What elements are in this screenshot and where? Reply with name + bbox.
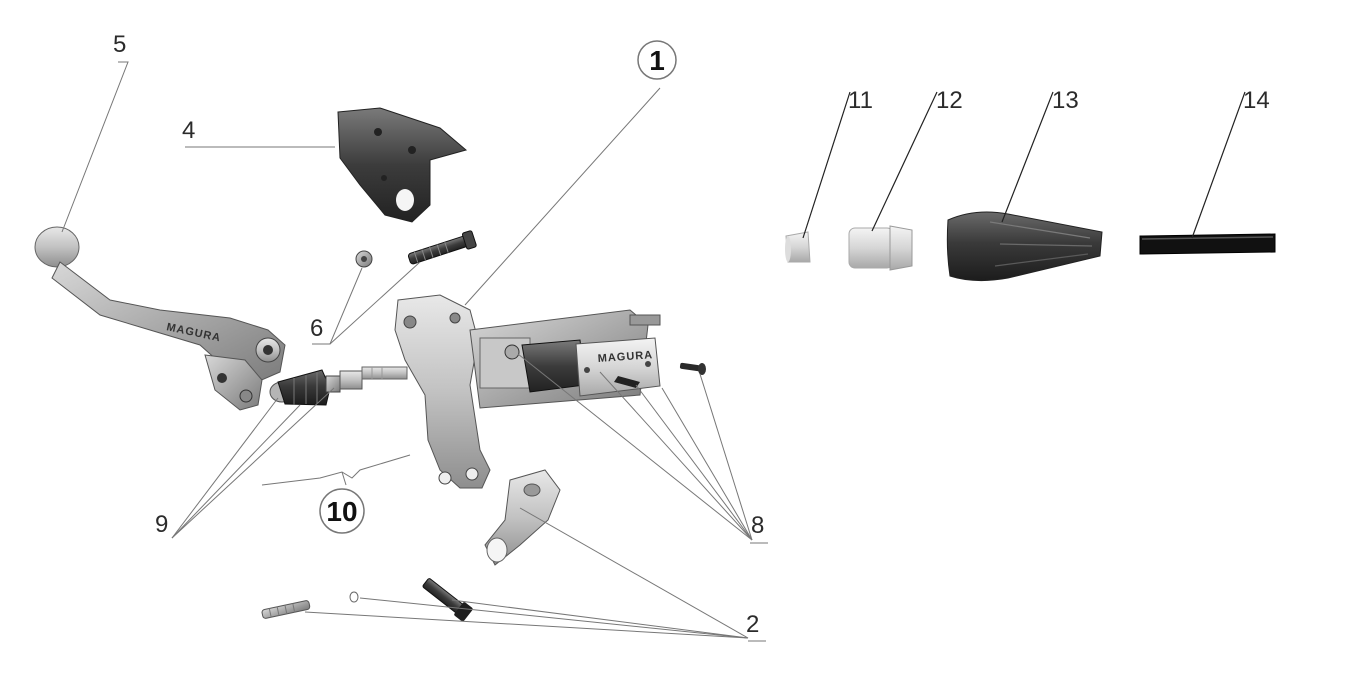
label-4: 4: [182, 117, 195, 144]
part-2-clamp-and-screws: [261, 469, 561, 622]
label-6: 6: [310, 315, 323, 342]
part-14-hose: [1139, 233, 1276, 255]
part-6-nut-and-screw: [355, 230, 477, 268]
label-8: 8: [751, 512, 764, 539]
label-13: 13: [1052, 87, 1079, 114]
leader-lines: [61, 61, 1246, 642]
part-4-guard: [337, 107, 468, 223]
label-12: 12: [936, 87, 963, 114]
part-12-compression-nut: [848, 225, 913, 271]
label-10: 10: [326, 496, 357, 527]
part-8-cover-screw: [679, 362, 706, 375]
part-1-master-cylinder: MAGURA: [394, 294, 661, 489]
label-1: 1: [649, 45, 665, 76]
label-9: 9: [155, 511, 168, 538]
part-9-boot-pushrod: [269, 366, 408, 406]
label-14: 14: [1243, 87, 1270, 114]
cover-brand-text: MAGURA: [597, 349, 653, 365]
part-13-rubber-boot: [946, 211, 1103, 282]
part-11-ferrule: [785, 231, 811, 263]
part-5-lever: MAGURA: [34, 226, 286, 411]
label-5: 5: [113, 31, 126, 58]
label-1-circle: [637, 40, 677, 80]
callout-labels: 5 4 1 6 9 10 8 2 11 12 13 14: [113, 31, 1270, 638]
label-11: 11: [848, 87, 873, 114]
label-2: 2: [746, 611, 759, 638]
label-10-circle: [319, 488, 365, 534]
